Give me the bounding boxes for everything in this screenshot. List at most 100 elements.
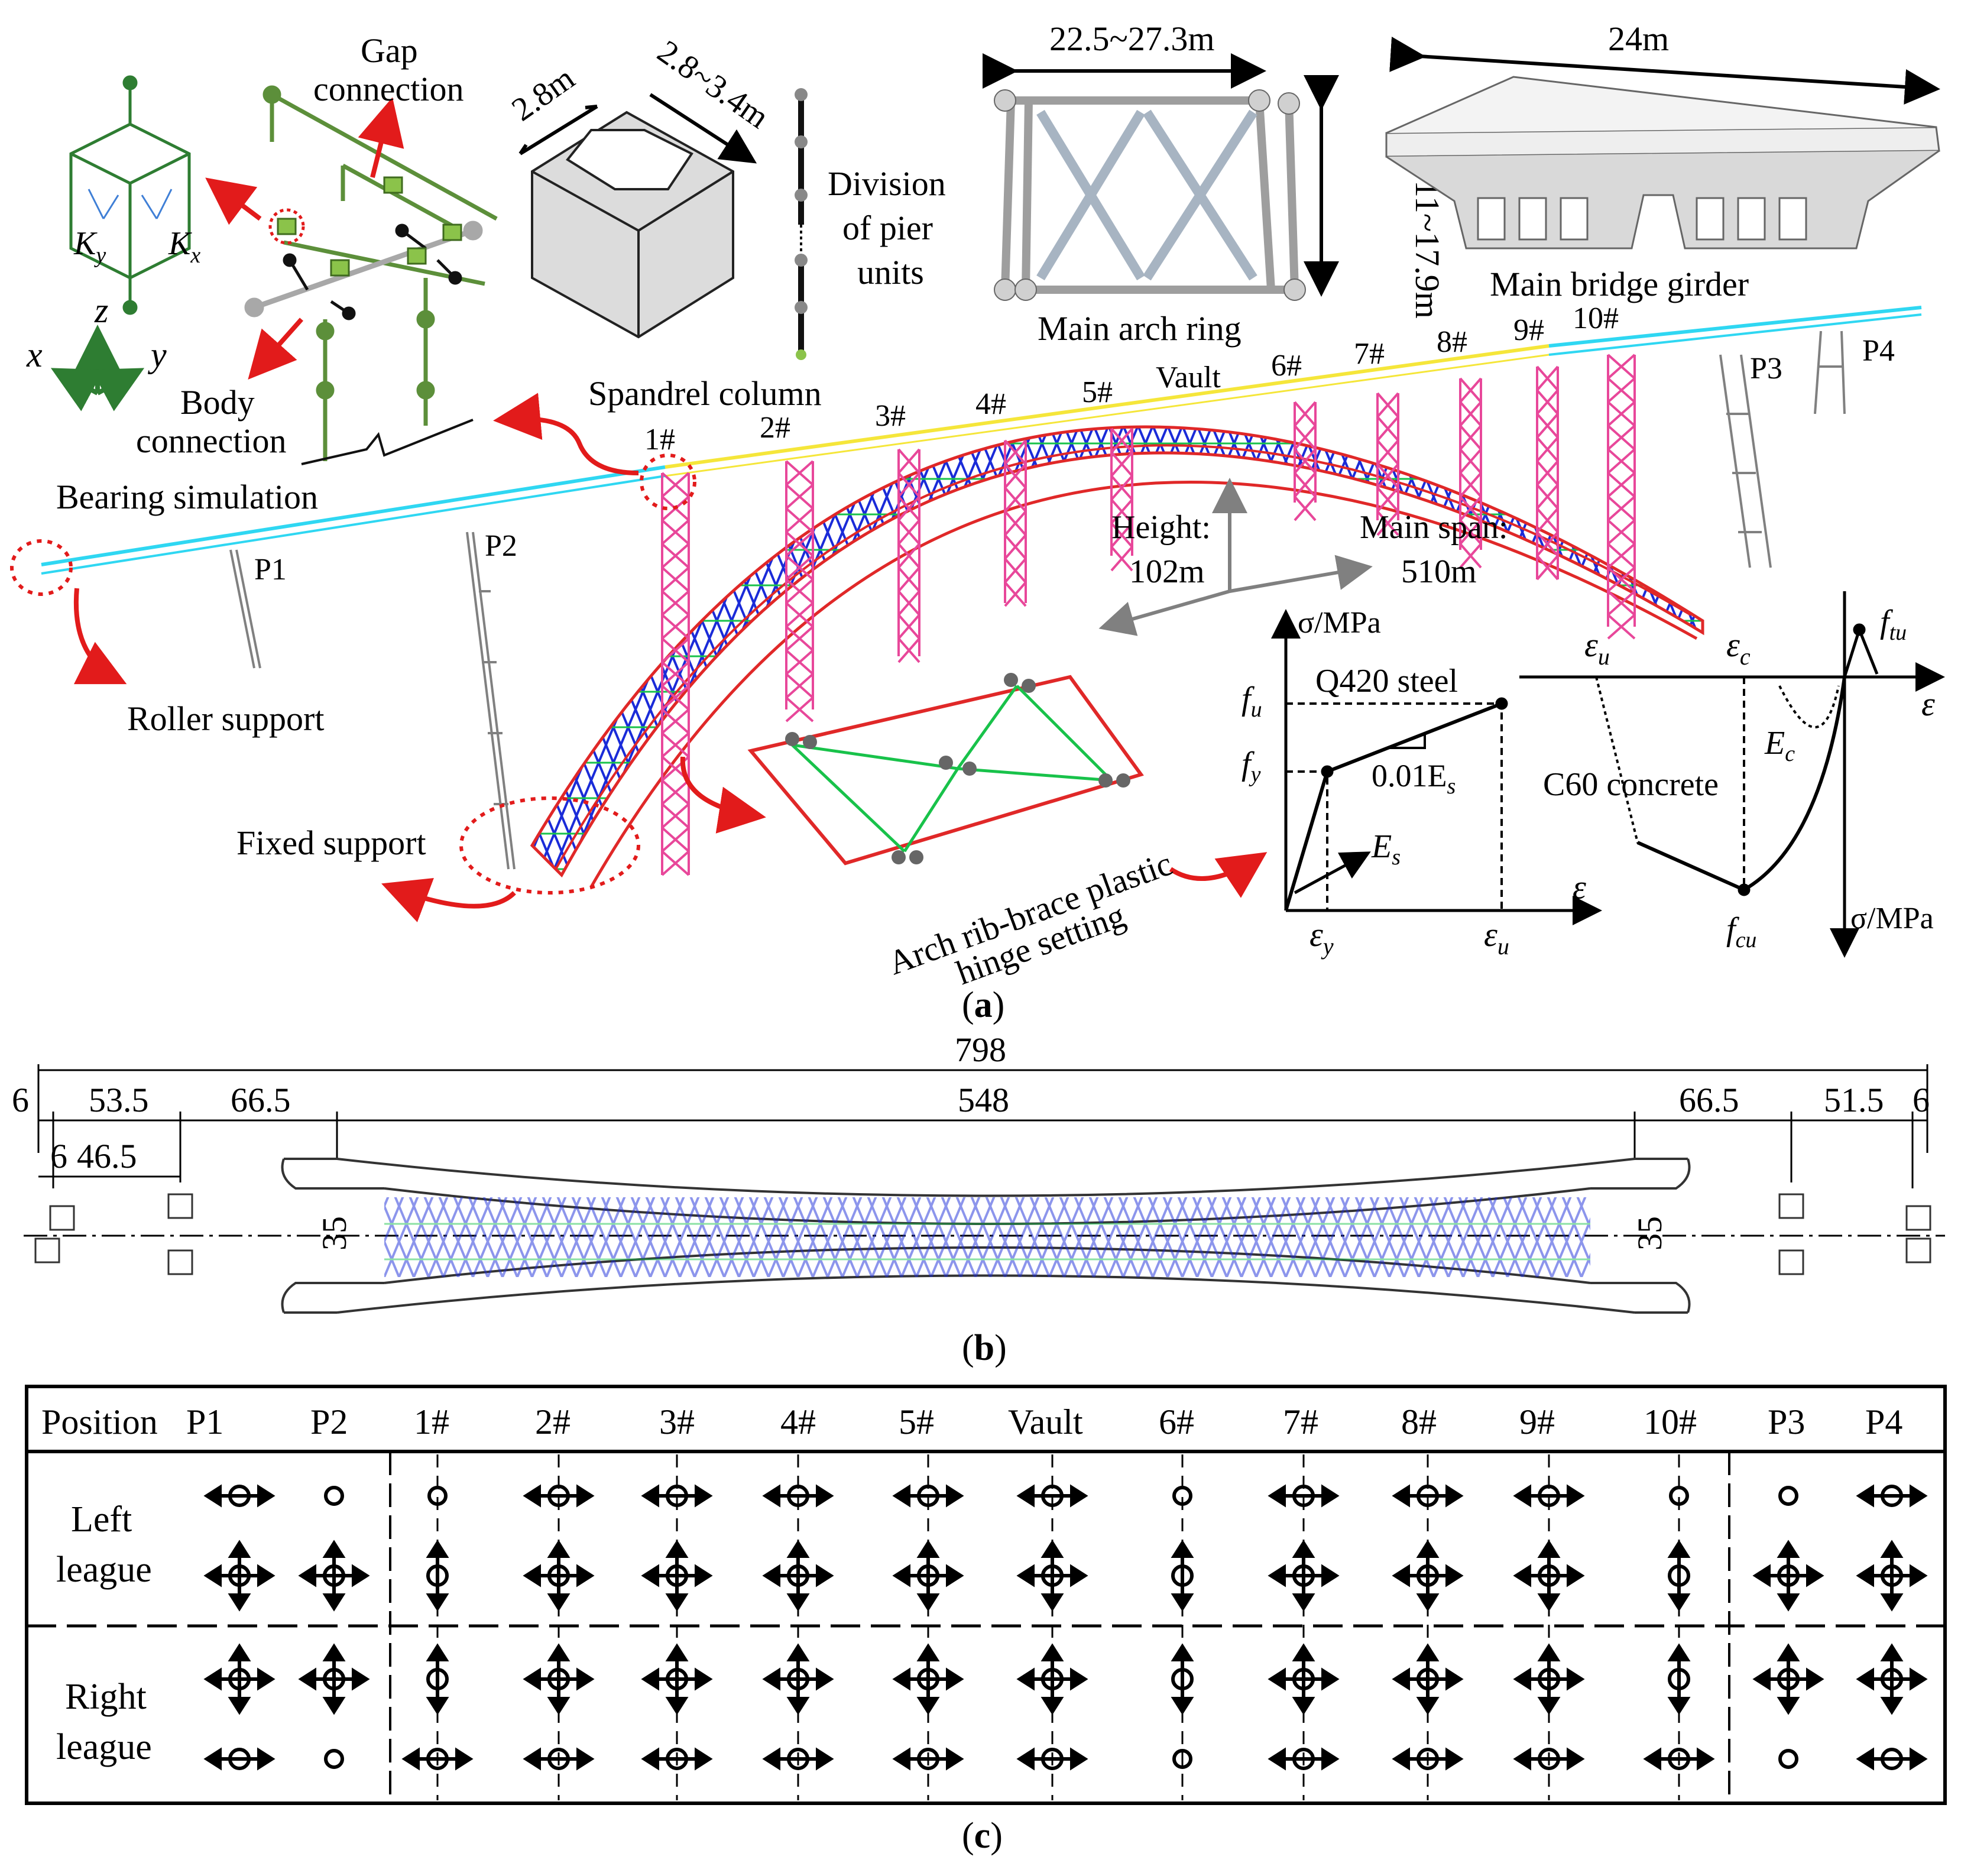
concrete-eu-label: εu bbox=[1584, 626, 1610, 670]
constraint-symbol-c bbox=[762, 1540, 834, 1612]
approach-piers bbox=[229, 331, 1846, 870]
spandrel-column bbox=[785, 460, 814, 722]
spandrel-column bbox=[1536, 365, 1559, 581]
constraint-symbol-h bbox=[523, 1484, 595, 1508]
constraint-symbol-h bbox=[1392, 1484, 1464, 1508]
pier-dim-arrow bbox=[518, 105, 598, 155]
plan-dim-lines bbox=[24, 1064, 1945, 1237]
axis-z-label: z bbox=[94, 291, 108, 330]
zigzag-line bbox=[301, 419, 474, 465]
pier-label-p4: P4 bbox=[1862, 334, 1895, 368]
header-cell: 4# bbox=[780, 1402, 816, 1441]
column-labels: 1# 2# 3# 4# 5# Vault 6# 7# 8# 9# 10# bbox=[644, 302, 1619, 456]
constraint-symbol-h bbox=[892, 1484, 964, 1508]
steel-y-axis: σ/MPa bbox=[1298, 606, 1381, 640]
caption-b: (b) bbox=[962, 1328, 1007, 1368]
constraint-symbol-c bbox=[1752, 1540, 1824, 1612]
steel-eu-label: εu bbox=[1484, 915, 1509, 960]
concrete-Ec-label: Ec bbox=[1764, 725, 1795, 766]
concrete-ftu-label: ftu bbox=[1880, 604, 1907, 645]
hinge-detail bbox=[747, 673, 1144, 866]
constraint-symbol-h bbox=[762, 1747, 834, 1771]
header-cell: 6# bbox=[1159, 1402, 1194, 1441]
constraint-symbol-h bbox=[892, 1747, 964, 1771]
header-cell: 10# bbox=[1644, 1402, 1697, 1441]
column-label: 10# bbox=[1573, 302, 1619, 335]
constraint-symbol-h bbox=[1513, 1484, 1585, 1508]
table-frame bbox=[25, 1385, 1947, 1805]
column-label: 8# bbox=[1437, 325, 1467, 359]
steel-fy-label: fy bbox=[1242, 746, 1261, 787]
arch-ring-height-label: 11~17.9m bbox=[1408, 180, 1447, 319]
left-league-label: Left bbox=[71, 1499, 132, 1540]
steel-material: Q420 steel bbox=[1315, 663, 1458, 699]
constraint-symbol-h bbox=[762, 1484, 834, 1508]
roller-support-label: Roller support bbox=[127, 699, 324, 738]
pier-division bbox=[795, 88, 808, 360]
constraint-symbol-c bbox=[1752, 1643, 1824, 1715]
constraint-symbol-c bbox=[641, 1643, 713, 1715]
column-label: 5# bbox=[1082, 375, 1113, 409]
steel-fu-label: fu bbox=[1242, 681, 1262, 722]
panel-b: 798 548 66.5 66.5 53.5 46.5 6 6 51.5 6 3… bbox=[12, 1031, 1945, 1368]
division-label: Division bbox=[828, 164, 946, 203]
constraint-symbol-c bbox=[892, 1643, 964, 1715]
axes-triad bbox=[50, 325, 145, 412]
constraint-symbol-v bbox=[1667, 1540, 1691, 1612]
constraint-symbol-o bbox=[1778, 1486, 1798, 1506]
span-value: 510m bbox=[1401, 553, 1477, 590]
body-connection-label-2: connection bbox=[136, 422, 286, 460]
division-label-2: of pier bbox=[842, 209, 933, 247]
steel-ey-label: εy bbox=[1309, 915, 1334, 960]
concrete-x-axis: ε bbox=[1921, 685, 1935, 723]
caption-c: (c) bbox=[962, 1816, 1003, 1856]
arch-ring-frame bbox=[994, 89, 1306, 301]
constraint-symbol-c bbox=[1268, 1540, 1340, 1612]
fixed-support-label: Fixed support bbox=[236, 824, 426, 862]
plan-right-b-dim: 6 bbox=[1913, 1081, 1930, 1119]
constraint-symbol-h bbox=[1268, 1747, 1340, 1771]
constraint-symbol-h bbox=[523, 1747, 595, 1771]
spring-element-box bbox=[69, 75, 191, 315]
plan-width-right: 35 bbox=[1631, 1216, 1669, 1250]
constraint-symbol-c bbox=[1016, 1643, 1088, 1715]
concrete-material: C60 concrete bbox=[1543, 766, 1719, 803]
header-cell: P3 bbox=[1768, 1402, 1805, 1441]
deck-line bbox=[41, 306, 1922, 575]
girder-width-arrow bbox=[1389, 37, 1940, 105]
constraint-symbol-h bbox=[1643, 1747, 1715, 1771]
plan-left-c-dim: 6 bbox=[12, 1081, 29, 1119]
kx-label: Kx bbox=[168, 225, 200, 268]
constraint-symbol-h bbox=[641, 1484, 713, 1508]
constraint-symbol-c bbox=[203, 1643, 275, 1715]
highlight-circles bbox=[10, 453, 696, 895]
constraint-symbol-v bbox=[426, 1643, 449, 1715]
spandrel-column bbox=[1294, 401, 1317, 521]
concrete-fcu-label: fcu bbox=[1726, 911, 1756, 952]
constraint-symbol-c bbox=[1513, 1643, 1585, 1715]
constraint-symbol-o bbox=[1669, 1486, 1689, 1506]
gap-elements bbox=[277, 176, 462, 277]
header-cell: 1# bbox=[414, 1402, 449, 1441]
constraint-symbol-h bbox=[401, 1747, 474, 1771]
header-cell: Vault bbox=[1008, 1402, 1083, 1441]
column-label: 3# bbox=[875, 399, 906, 433]
dimension-arrows bbox=[1098, 478, 1373, 636]
division-label-3: units bbox=[857, 253, 924, 291]
steel-x-axis: ε bbox=[1573, 868, 1586, 906]
constraint-symbol-c bbox=[1856, 1540, 1928, 1612]
pier-section bbox=[531, 111, 734, 339]
constraint-symbol-c bbox=[523, 1643, 595, 1715]
constraint-symbol-h bbox=[1392, 1747, 1464, 1771]
constraint-symbol-h bbox=[203, 1747, 275, 1771]
height-label: Height: bbox=[1111, 509, 1211, 546]
plan-left-a-dim: 53.5 bbox=[89, 1081, 149, 1119]
pier-width-label: 2.8m bbox=[505, 60, 582, 128]
axis-y-label: y bbox=[147, 335, 167, 374]
pier-label-p3: P3 bbox=[1750, 352, 1782, 385]
constraint-symbol-h bbox=[1856, 1747, 1928, 1771]
main-arch bbox=[530, 425, 1704, 888]
column-label: 9# bbox=[1513, 313, 1544, 347]
girder-width-label: 24m bbox=[1608, 20, 1669, 58]
